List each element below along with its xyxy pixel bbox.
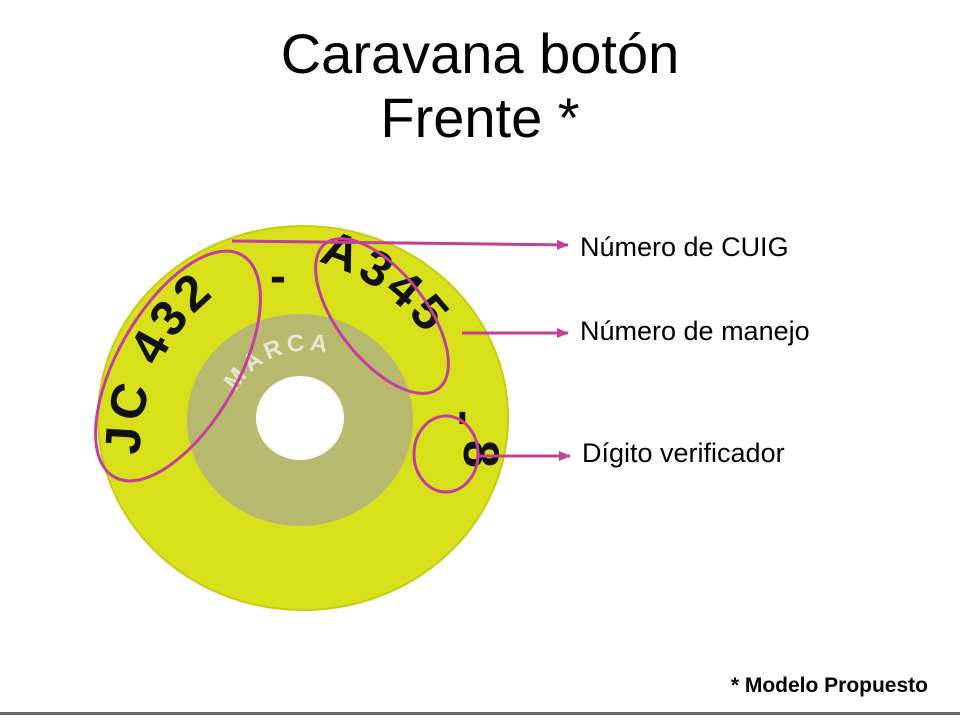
cuig-label: Número de CUIG bbox=[580, 232, 789, 262]
footnote: * Modelo Propuesto bbox=[730, 674, 928, 697]
title-line-1: Caravana botón bbox=[280, 22, 680, 85]
check-digit-highlight-loop bbox=[412, 414, 480, 494]
tag-check-digit: 8 bbox=[453, 440, 509, 468]
bottom-divider bbox=[0, 712, 960, 715]
management-label: Número de manejo bbox=[580, 316, 810, 346]
tag-separator-2: - bbox=[439, 410, 492, 426]
cuig-highlight-loop bbox=[94, 249, 262, 483]
title-line-2: Frente * bbox=[380, 86, 580, 149]
cuig-leader-arrow bbox=[231, 239, 569, 250]
tag-center-hole bbox=[256, 376, 344, 460]
check-digit-label: Dígito verificador bbox=[582, 438, 785, 468]
tag-separator-1: - bbox=[270, 250, 286, 303]
page-title: Caravana botón Frente * bbox=[0, 22, 960, 150]
